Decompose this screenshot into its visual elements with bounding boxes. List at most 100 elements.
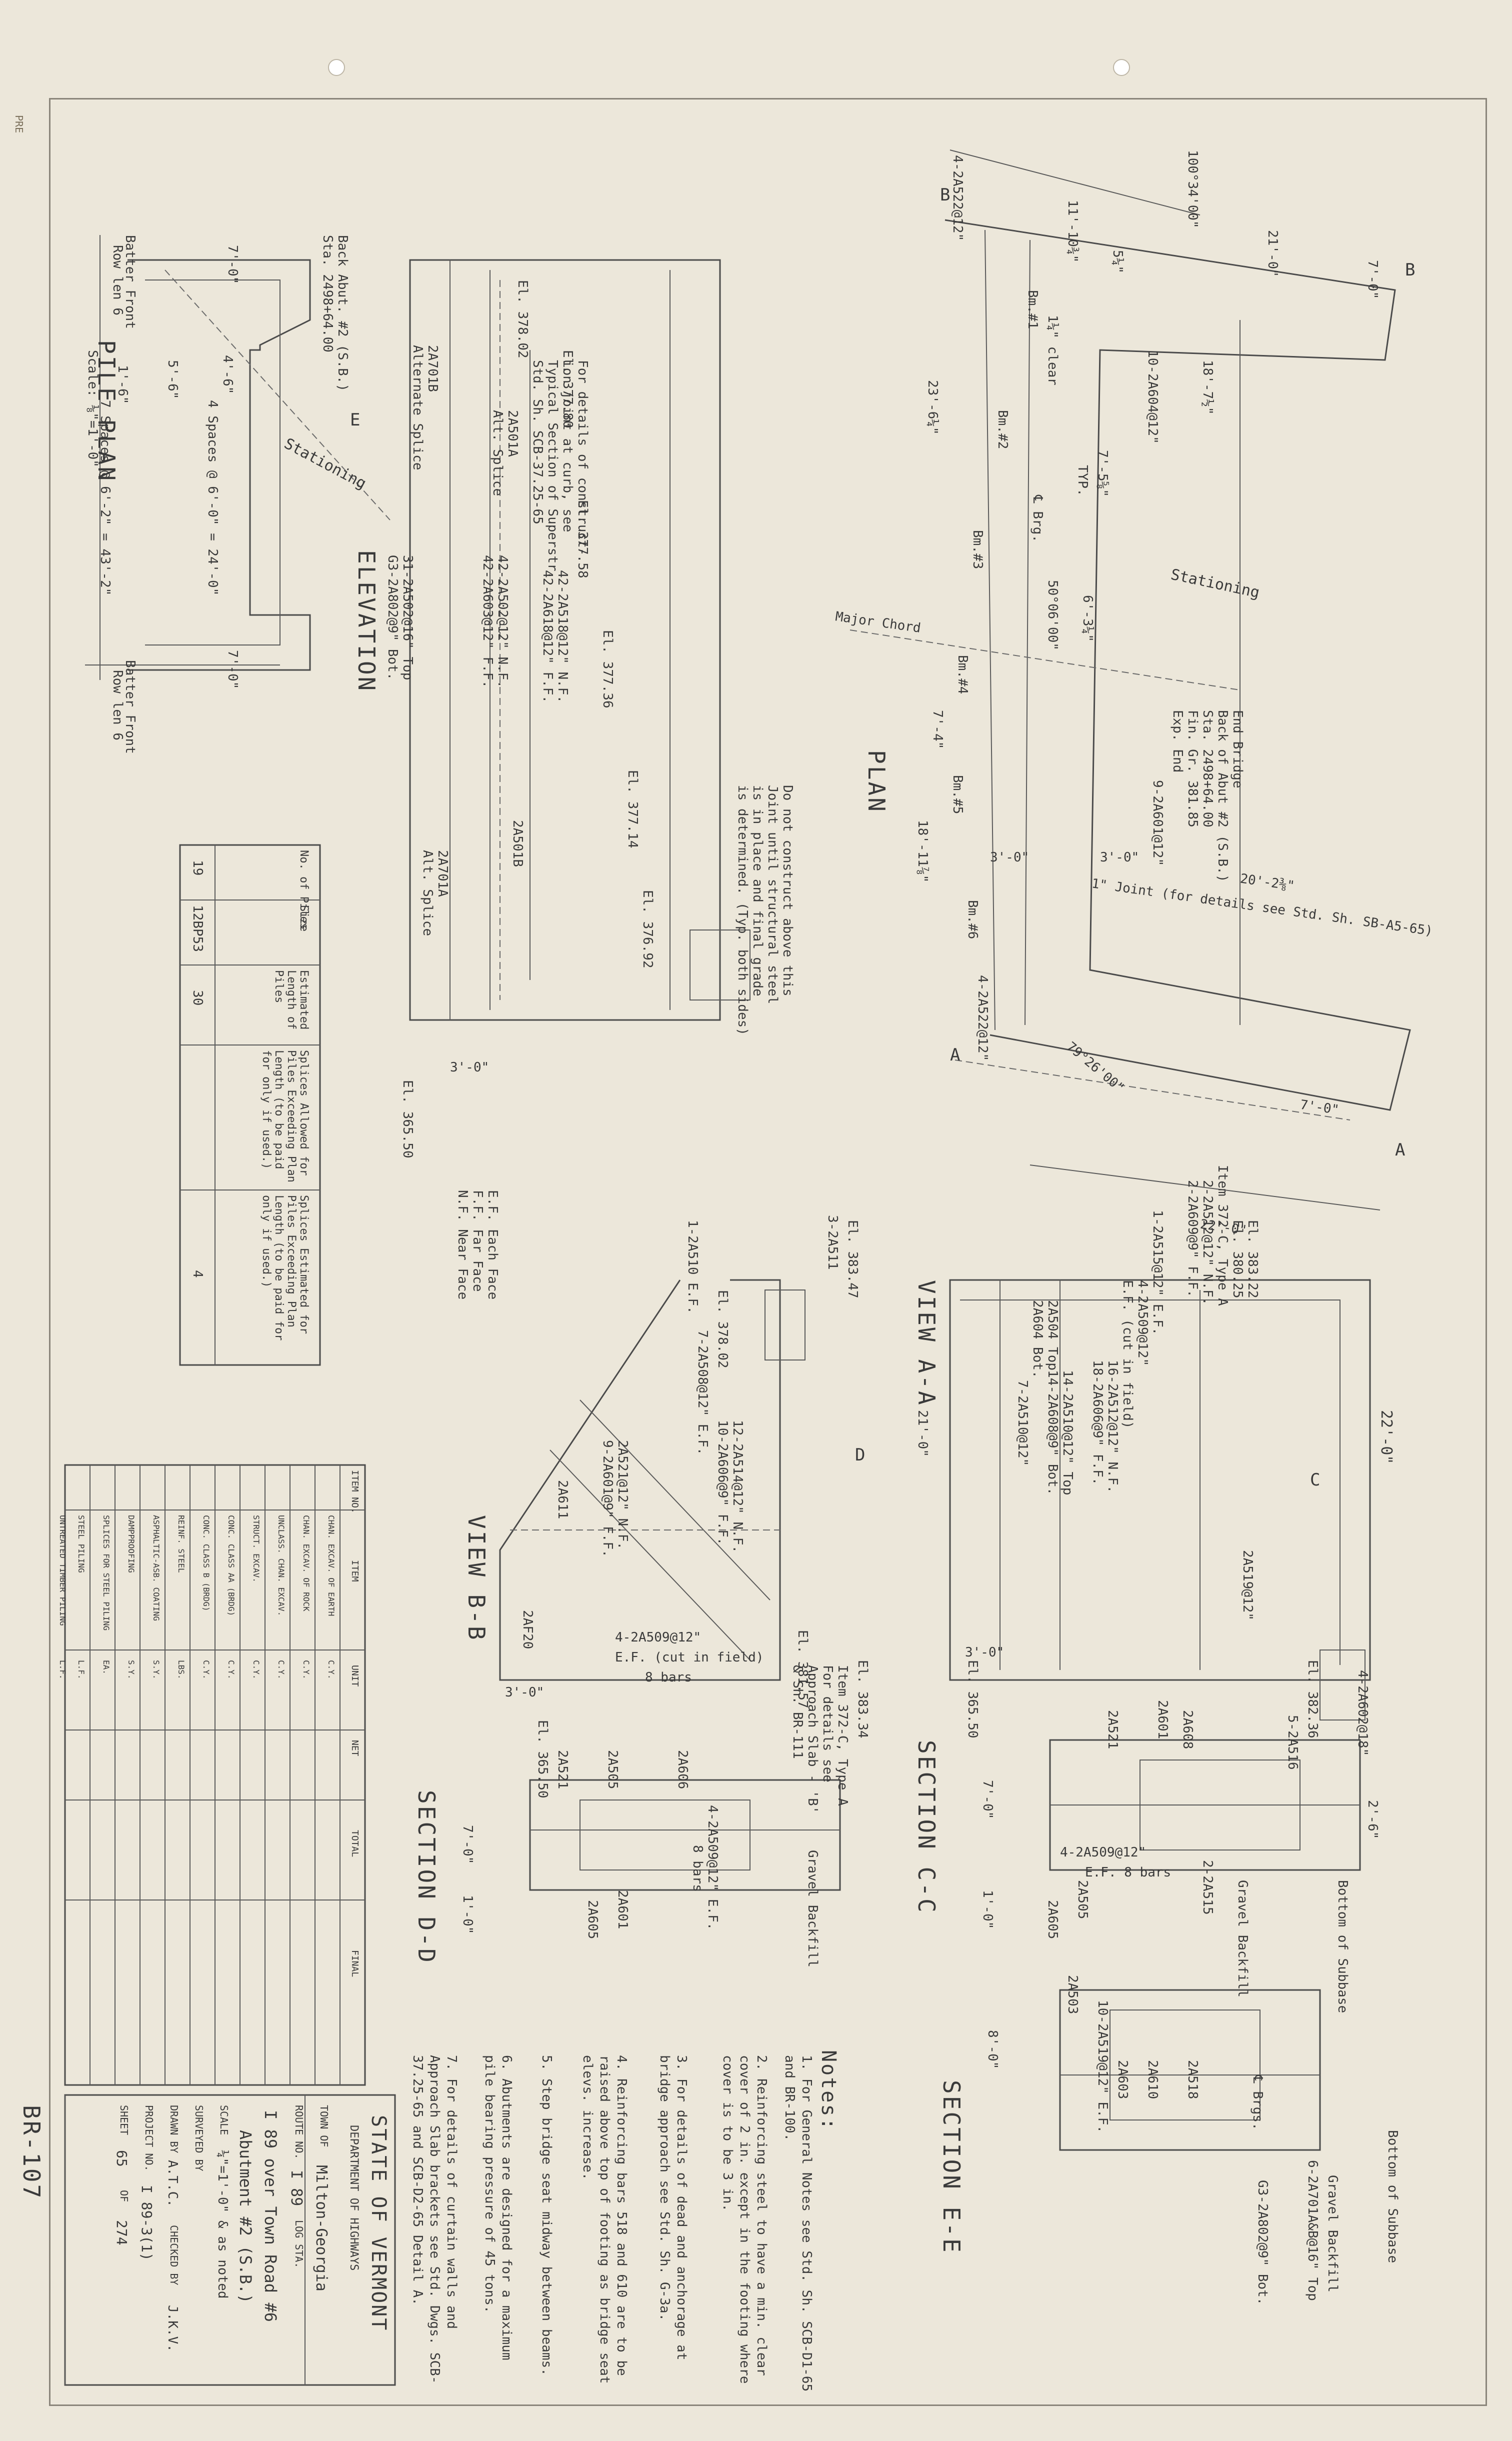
qty-unit: C.Y. — [326, 1660, 336, 1680]
sd-details: For details see Approach Slab - 'B' & Sh… — [790, 1665, 835, 1814]
plan-dim-7-top: 7'-0" — [1365, 260, 1380, 300]
vb-rebar-2: 1-2A510 E.F. — [685, 1220, 700, 1314]
va-rebar-10: 14-2A608@9" Bot. — [1045, 1370, 1060, 1496]
sc-rebar-5: 2A608 — [1180, 1710, 1195, 1750]
plan-section-a-right: A — [1395, 1140, 1406, 1160]
title-project-label: PROJECT NO. — [143, 2105, 155, 2172]
qty-item: STRUCT. EXCAV. — [252, 1515, 261, 1582]
plan-note-2: Joint until structural steel — [765, 785, 780, 1004]
plan-bm4: Bm.#4 — [955, 655, 970, 694]
title-desc-2: Abutment #2 (S.B.) — [236, 2130, 255, 2304]
view-aa-title: VIEW A-A — [913, 1280, 940, 1407]
vb-rebar-5: 10-2A606@9" F.F. — [715, 1420, 730, 1546]
note-5: 5. Step bridge seat midway between beams… — [539, 2055, 554, 2376]
plan-rebar-top: 4-2A522@12" — [950, 155, 965, 242]
qty-h-item: ITEM — [350, 1560, 360, 1582]
title-dept: DEPARTMENT OF HIGHWAYS — [348, 2125, 360, 2271]
vb-el-365: El. 365.50 — [535, 1720, 550, 1798]
sd-rebar-3: 2A606 — [675, 1750, 690, 1790]
qty-unit: L.F. — [76, 1660, 86, 1680]
va-rebar-5: 2A504 Top — [1045, 1300, 1060, 1370]
se-dim-8: 8'-0" — [985, 2030, 1000, 2070]
section-dd-outline — [529, 1779, 841, 1891]
plan-rebar-mid: 10-2A604@12" — [1145, 350, 1160, 444]
va-section-c: C — [1310, 1470, 1320, 1490]
sd-rebar-5: 2A605 — [585, 1900, 600, 1940]
title-surveyed: SURVEYED BY — [193, 2105, 205, 2172]
vb-el-383-34: El. 383.34 — [855, 1660, 870, 1738]
qty-item: ASPHALTIC-ASB. COATING — [152, 1515, 161, 1621]
pile-table-grid — [179, 844, 321, 1366]
plan-dim-11: 11'-10¾" — [1065, 200, 1080, 263]
elevation-back-abut: Back Abut. #2 (S.B.) — [335, 235, 350, 392]
sc-rebar-1: 4-2A602@18" — [1355, 1670, 1370, 1756]
pile-table-h4: Splices Allowed for Piles Exceeding Plan… — [260, 1050, 310, 1182]
plan-details-3: Typical Section of Superstr. — [545, 360, 560, 580]
pile-table-r5: 4 — [190, 1270, 205, 1278]
sc-dim-1: 1'-0" — [980, 1890, 995, 1930]
plan-dim-5: 5¼" — [1110, 250, 1125, 274]
qty-unit: LBS. — [176, 1660, 186, 1680]
qty-item: DAMPPROOFING — [126, 1515, 136, 1573]
plan-note-1: Do not construct above this — [780, 785, 795, 996]
elevation-sta: Sta. 2498+64.00 — [320, 235, 335, 352]
qty-unit: C.Y. — [202, 1660, 211, 1680]
qty-item: UNTREATED TIMBER PILING — [58, 1515, 68, 1626]
pile-plan-outline — [85, 235, 390, 680]
title-route: I 89 — [288, 2170, 305, 2206]
elevation-el-377-80: El. 377.80 — [560, 350, 575, 428]
plan-bm5: Bm.#5 — [950, 775, 965, 814]
sd-rebar-4: 2A601 — [615, 1890, 630, 1930]
va-dim-3: 3'-0" — [965, 1645, 1004, 1660]
pile-table-r2: 12BP53 — [190, 905, 205, 952]
se-rebar-1: 10-2A519@12" E.F. — [1095, 2000, 1110, 2134]
plan-section-b-left: B — [940, 185, 950, 205]
qty-item: SPLICES FOR STEEL PILING — [102, 1515, 111, 1631]
qty-unit: S.Y. — [126, 1660, 136, 1680]
title-checked-by: J.K.V. — [165, 2305, 180, 2352]
va-rebar-2: 2-2A609@9" F.F. — [1185, 1180, 1200, 1298]
elevation-rebar-h: G3-2A802@9" Bot. — [385, 555, 400, 680]
elevation-title: ELEVATION — [353, 550, 380, 693]
plan-end-bridge-3: Sta. 2498+64.00 — [1200, 710, 1215, 828]
qty-item: UNCLASS. CHAN. EXCAV. — [276, 1515, 286, 1616]
plan-end-bridge-4: Fin. Gr. 381.85 — [1185, 710, 1200, 828]
elevation-rebar-b: 2A501A — [505, 410, 520, 457]
pile-table-h2: Size — [298, 905, 310, 932]
title-checked: CHECKED BY — [168, 2225, 180, 2286]
note-3: 3. For details of dead and anchorage at … — [657, 2055, 689, 2360]
elevation-el-377-36: El. 377.36 — [600, 630, 615, 708]
pile-spaces-a: 7 Spaces @ 6'-2" = 43'-2" — [98, 400, 112, 596]
va-item: Item 372-C, Type A — [1215, 1165, 1230, 1306]
qty-h-itemno: ITEM NO. — [350, 1470, 360, 1514]
punch-hole-left — [328, 59, 345, 76]
vb-ef-cut: E.F. (cut in field) — [615, 1650, 764, 1665]
title-total: 274 — [114, 2220, 130, 2246]
vb-rebar-4: 12-2A514@12" N.F. — [730, 1420, 745, 1554]
vb-rebar-7: 9-2A601@9" F.F. — [600, 1440, 615, 1558]
sc-el-382: El. 382.36 — [1305, 1660, 1320, 1738]
plan-end-bridge-1: End Bridge — [1230, 710, 1245, 788]
va-rebar-12: 2A519@12" — [1240, 1550, 1255, 1620]
plan-section-a-left: A — [950, 1045, 960, 1065]
pile-row-bot: Row len 6 — [110, 670, 125, 740]
title-town: Milton-Georgia — [312, 2165, 330, 2292]
view-bb-title: VIEW B-B — [463, 1515, 490, 1642]
plan-dim-23: 23'-6¼" — [925, 380, 940, 435]
title-town-label: TOWN OF — [318, 2105, 330, 2148]
vb-dim-3: 3'-0" — [505, 1685, 544, 1700]
title-desc-1: I 89 over Town Road #6 — [261, 2110, 280, 2322]
qty-item: STEEL PILING — [76, 1515, 86, 1573]
qty-item: CONC. CLASS AA (BRDG) — [226, 1515, 236, 1616]
se-rebar-3: 2A610 — [1145, 2060, 1160, 2100]
sc-rebar-7: 2-2A515 — [1200, 1860, 1215, 1915]
vb-rebar-9: 2AF20 — [520, 1610, 535, 1650]
elevation-el-377-58: El. 377.58 — [575, 500, 590, 578]
plan-outline — [850, 150, 1411, 1210]
quantity-table-grid — [64, 1464, 366, 2086]
elevation-el-376-92: El. 376.92 — [640, 890, 655, 968]
corner-stamp: PRE — [13, 115, 25, 134]
qty-h-net: NET — [350, 1740, 360, 1756]
pile-dim-1-6: 1'-6" — [115, 365, 130, 404]
plan-details-4: Std. Sh. SCB-37.25-65 — [530, 360, 545, 524]
